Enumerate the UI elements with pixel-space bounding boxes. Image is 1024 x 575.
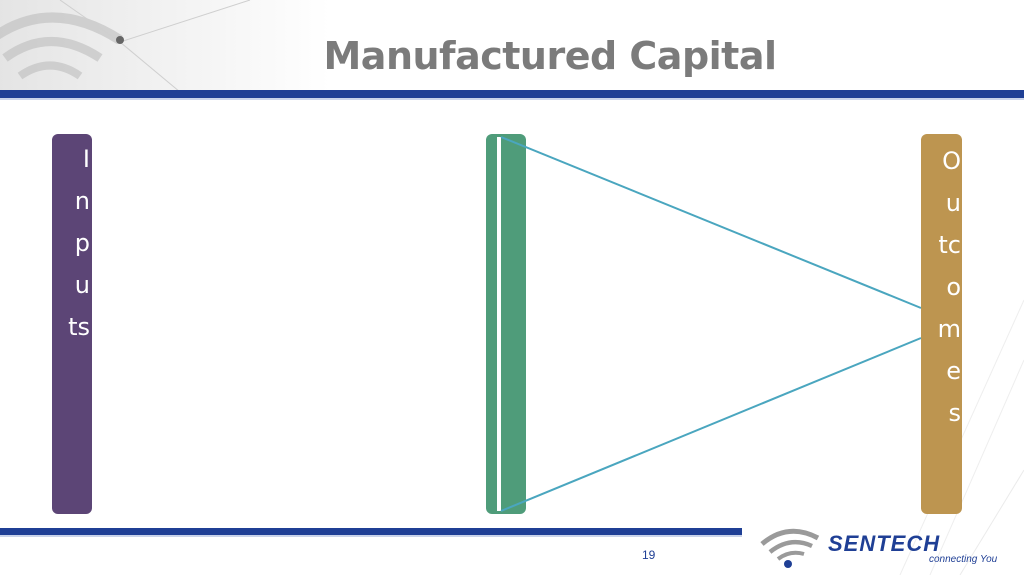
inputs-letter: n (74, 187, 90, 215)
process-bar-highlight (497, 137, 501, 511)
top-divider-band (0, 90, 1024, 98)
outcomes-letter: o (946, 273, 961, 301)
page-number: 19 (642, 548, 656, 562)
bottom-divider-highlight (0, 535, 742, 537)
outcomes-letter: tc (938, 231, 961, 259)
sentech-logo: SENTECH connecting You (758, 524, 1008, 570)
outcomes-letter: O (942, 147, 961, 175)
inputs-letter: I (82, 145, 90, 173)
bottom-divider-band (0, 528, 742, 535)
outcomes-letter: e (946, 357, 961, 385)
inputs-letter: p (74, 229, 90, 257)
inputs-label: I n p u ts (52, 138, 90, 348)
process-bar (486, 134, 526, 514)
logo-tagline: connecting You (929, 554, 998, 565)
outcomes-letter: s (948, 399, 961, 427)
top-divider-highlight (0, 98, 1024, 100)
arrow-upper-edge (500, 136, 922, 309)
inputs-letter: ts (68, 313, 90, 341)
corner-wifi-watermark (0, 0, 330, 92)
wifi-logo-icon (760, 528, 820, 568)
outcomes-letter: m (937, 315, 961, 343)
slide-title: Manufactured Capital (323, 34, 777, 78)
arrow-lower-edge (500, 337, 922, 512)
logo-wordmark: SENTECH (828, 531, 941, 556)
outcomes-label: O u tc o m e s (921, 140, 961, 434)
inputs-letter: u (74, 271, 90, 299)
outcomes-bar (921, 134, 962, 514)
inputs-bar (52, 134, 92, 514)
outcomes-letter: u (945, 189, 961, 217)
